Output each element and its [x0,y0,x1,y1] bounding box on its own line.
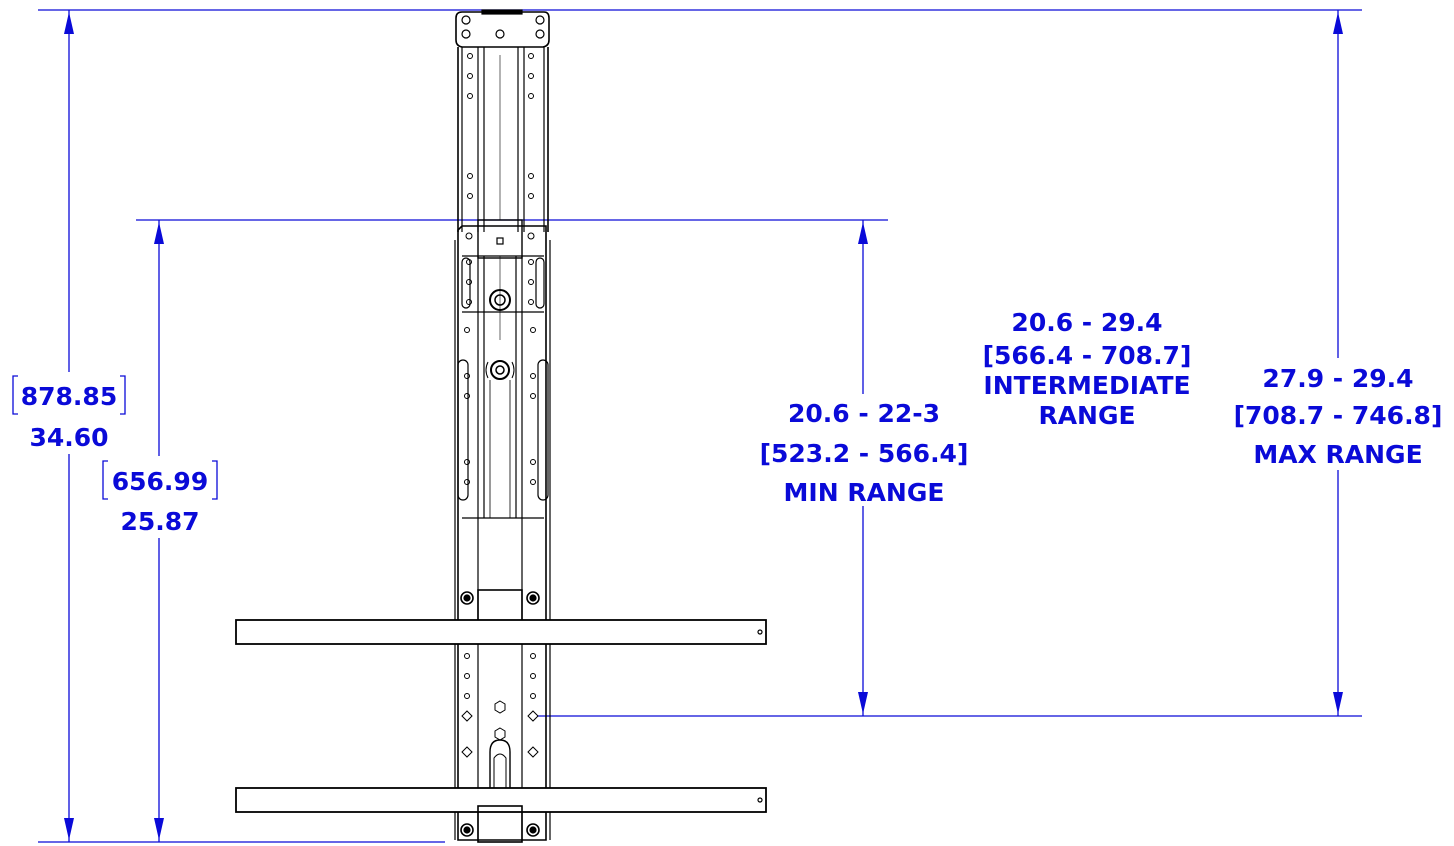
max-range-label: MAX RANGE [1253,440,1422,469]
intermediate-range-mm: [566.4 - 708.7] [983,341,1192,370]
arrowhead [64,12,74,34]
intermediate-range-label: RANGE [1038,401,1135,430]
dimension-labels: 878.85 34.60 656.99 25.87 20.6 - 22-3 [5… [12,308,1443,536]
upper-column [457,47,549,232]
arrowhead [154,818,164,840]
label-backgrounds [10,358,1444,538]
adjustment-knob-icon [490,360,510,380]
overall-label-bg [10,372,132,454]
arrowhead [64,818,74,840]
min-range-label: MIN RANGE [784,478,945,507]
screw-hole-icon [535,29,545,39]
keyhole-slot-icon [489,739,511,790]
arrowhead [154,222,164,244]
arrowhead [858,692,868,714]
screw-hole-icon [535,15,545,25]
arrowhead [858,222,868,244]
lower-bracket [461,653,539,790]
arrowhead [1333,12,1343,34]
min-range-label-bg [758,394,970,506]
screw-hole-icon [461,15,471,25]
lower-column [454,225,551,841]
screw-hole-icon [461,29,471,39]
arrowhead [1333,692,1343,714]
bracket-icon [120,375,126,415]
upper-shelf-arm [235,619,767,645]
intermediate-range-inches: 20.6 - 29.4 [1011,308,1162,337]
overall-imperial: 34.60 [29,423,108,452]
max-range-mm: [708.7 - 746.8] [1234,401,1443,430]
lower-metric: 656.99 [112,467,208,496]
max-range-label-bg [1232,358,1444,470]
arrowheads [64,12,1343,840]
dimension-lines [38,9,1362,843]
bracket-icon [12,375,18,415]
overall-metric: 878.85 [21,382,117,411]
lower-shelf-arm [235,787,767,813]
intermediate-range-label: INTERMEDIATE [983,371,1190,400]
lower-imperial: 25.87 [120,507,199,536]
bracket-icon [212,460,218,500]
max-range-inches: 27.9 - 29.4 [1262,364,1413,393]
top-cap-plate [455,9,550,48]
lower-label-bg [100,456,224,538]
upper-clamp [460,589,540,625]
screw-hole-icon [495,29,505,39]
lower-clamp [460,805,540,843]
bracket-icon [102,460,108,500]
mount-assembly [235,9,767,843]
min-range-mm: [523.2 - 566.4] [760,439,969,468]
min-range-inches: 20.6 - 22-3 [788,399,940,428]
